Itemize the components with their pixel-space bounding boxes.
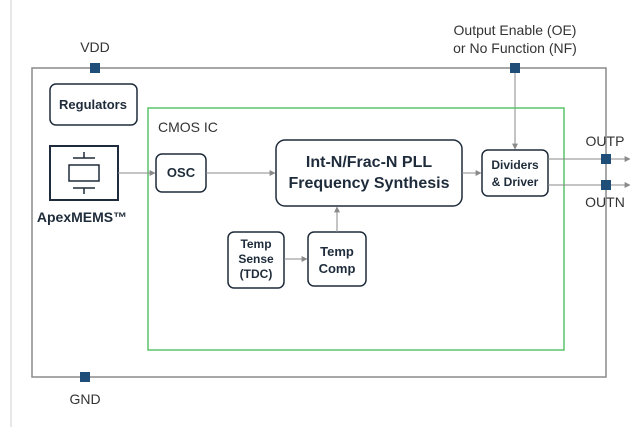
pll-label-line2: Frequency Synthesis	[289, 175, 450, 192]
temp-comp-label-line1: Temp	[320, 244, 354, 259]
outn-pin	[601, 180, 611, 190]
vdd-pin	[90, 63, 100, 73]
cmos-ic-label: CMOS IC	[158, 119, 218, 135]
gnd-pin	[80, 372, 90, 382]
oe-label-line1: Output Enable (OE)	[454, 22, 577, 38]
osc-label: OSC	[167, 165, 196, 180]
regulators-block	[49, 83, 138, 126]
outn-label: OUTN	[585, 194, 625, 210]
temp-sense-label-line2: Sense	[238, 252, 274, 266]
pll-label-line1: Int-N/Frac-N PLL	[306, 154, 432, 171]
cmos-ic-boundary	[147, 107, 565, 351]
pll-block	[275, 139, 463, 207]
gnd-label: GND	[69, 391, 100, 407]
vdd-label: VDD	[80, 39, 110, 55]
oe-label-line2: or No Function (NF)	[453, 40, 577, 56]
apexmems-label: ApexMEMS™	[37, 209, 127, 225]
dividers-label-line2: & Driver	[492, 175, 539, 189]
temp-sense-block	[227, 231, 285, 289]
dividers-label-line1: Dividers	[491, 158, 539, 172]
temp-comp-block	[307, 231, 367, 287]
regulators-label: Regulators	[59, 97, 127, 112]
crystal-icon	[68, 152, 100, 194]
temp-comp-label-line2: Comp	[319, 261, 356, 276]
oe-pin	[510, 63, 520, 73]
outp-pin	[601, 154, 611, 164]
dividers-driver-block	[481, 149, 549, 197]
package-outline	[31, 67, 607, 378]
temp-sense-label-line1: Temp	[240, 237, 271, 251]
temp-sense-label-line3: (TDC)	[240, 267, 273, 281]
outp-label: OUTP	[586, 133, 625, 149]
